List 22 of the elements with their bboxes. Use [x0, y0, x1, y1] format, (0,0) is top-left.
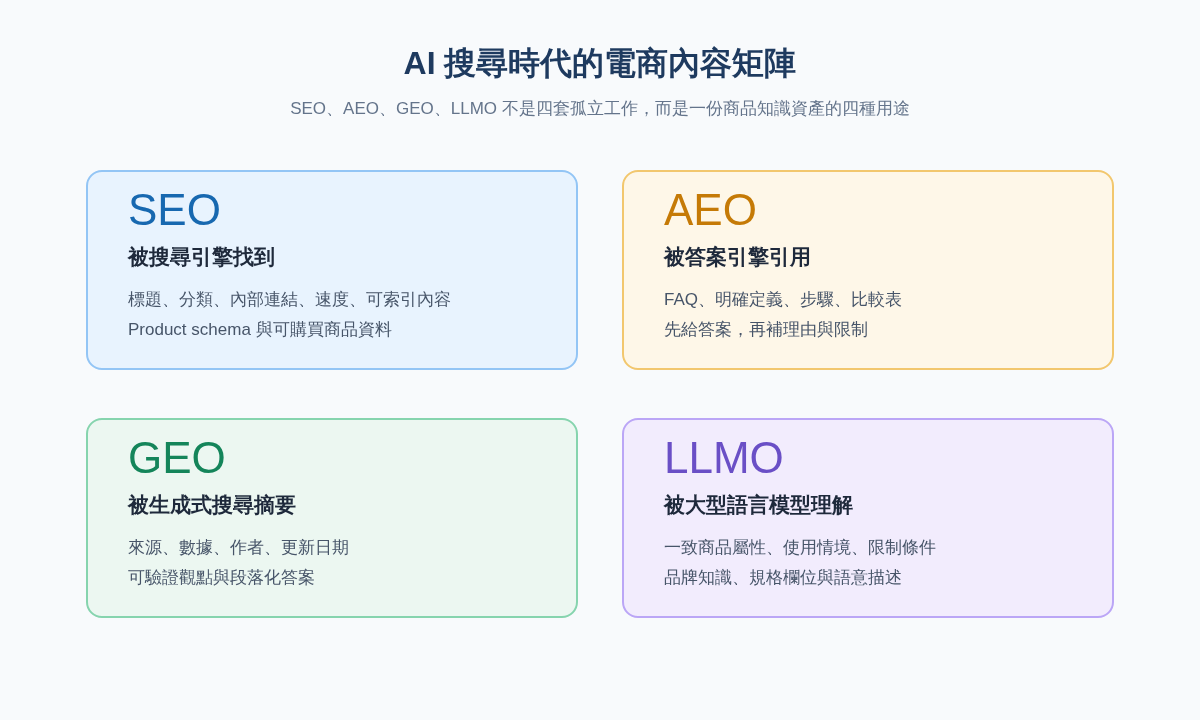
card-subheading: 被生成式搜尋摘要: [128, 492, 296, 518]
card-subheading: 被答案引擎引用: [664, 244, 811, 270]
card-text: 一致商品屬性、使用情境、限制條件: [664, 537, 936, 559]
card-text: 可驗證觀點與段落化答案: [128, 567, 315, 589]
subtitle: SEO、AEO、GEO、LLMO 不是四套孤立工作，而是一份商品知識資產的四種用途: [290, 98, 910, 120]
title: AI 搜尋時代的電商內容矩陣: [403, 44, 797, 83]
card: [86, 170, 578, 370]
card-subheading: 被大型語言模型理解: [664, 492, 853, 518]
card-text: 標題、分類、內部連結、速度、可索引內容: [128, 289, 451, 311]
card-heading: GEO: [128, 432, 226, 484]
card-subheading: 被搜尋引擎找到: [128, 244, 275, 270]
card-text: Product schema 與可購買商品資料: [128, 319, 392, 341]
card-text: 先給答案，再補理由與限制: [664, 319, 868, 341]
card-text: 品牌知識、規格欄位與語意描述: [664, 567, 902, 589]
card-heading: SEO: [128, 184, 221, 236]
card: [622, 418, 1114, 618]
card-heading: AEO: [664, 184, 757, 236]
card-heading: LLMO: [664, 432, 784, 484]
card: [622, 170, 1114, 370]
card-text: 來源、數據、作者、更新日期: [128, 537, 349, 559]
card: [86, 418, 578, 618]
card-text: FAQ、明確定義、步驟、比較表: [664, 289, 902, 311]
